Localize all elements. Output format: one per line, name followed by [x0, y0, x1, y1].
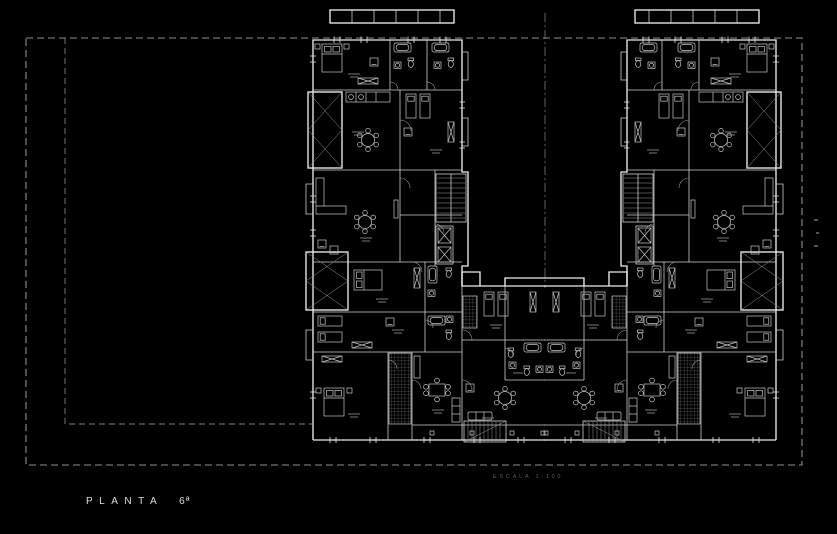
single-bed-symbol — [405, 93, 417, 119]
wardrobe-symbol — [529, 291, 537, 313]
building-left-half — [305, 9, 546, 443]
double-bed-symbol — [321, 43, 343, 73]
dining-table-symbol — [423, 377, 451, 403]
kitchen-hob — [358, 94, 364, 100]
wardrobe-symbol — [413, 267, 421, 289]
armchair-symbol — [465, 383, 475, 393]
bathtub-symbol — [393, 42, 412, 53]
living-table-symbol — [494, 385, 516, 411]
toilet-symbol — [447, 57, 455, 68]
roof-strip — [329, 9, 455, 24]
window-ticks — [310, 36, 525, 443]
kitchen-counter — [345, 91, 391, 103]
door-arcs — [387, 81, 514, 391]
sink-symbol — [508, 361, 517, 369]
facade-balconies — [305, 51, 469, 361]
terrace-upper-hatched — [307, 91, 343, 169]
toilet-symbol — [445, 267, 453, 278]
double-bed-symbol — [323, 387, 345, 417]
wardrobe-symbol — [351, 341, 373, 349]
sink-symbol — [427, 289, 436, 297]
sink-symbol — [393, 61, 402, 69]
terrace-lower-hatched — [305, 251, 349, 311]
sofa-symbol — [451, 397, 461, 423]
toilet-symbol — [407, 57, 415, 68]
sink-symbol — [535, 365, 544, 373]
bathtub-symbol — [427, 265, 438, 284]
bay-window — [504, 277, 545, 286]
site-boundaries — [25, 13, 803, 466]
single-bed-symbol — [483, 291, 495, 317]
elevator-shaft — [437, 227, 452, 244]
sofa-symbol — [467, 411, 493, 421]
living-table-symbol — [354, 209, 376, 235]
wardrobe-symbol — [357, 77, 379, 85]
elevator-shaft — [437, 246, 452, 263]
bathtub-symbol — [431, 42, 450, 53]
toilet-symbol — [523, 365, 531, 376]
kitchen-hob — [348, 94, 354, 100]
bathtub-symbol — [427, 315, 446, 326]
sideboard — [413, 355, 421, 379]
porch-columns — [429, 430, 546, 436]
edge-annotation-marks — [814, 219, 819, 247]
roof-strip-dividers — [351, 10, 441, 23]
scale-note: ESCALA 1:100 — [493, 474, 564, 480]
edge-mark — [814, 245, 818, 247]
nightstands — [314, 43, 350, 50]
single-bed-symbol — [497, 291, 509, 317]
tv-cabinet — [393, 199, 399, 219]
edge-mark — [816, 232, 819, 234]
room-label-marks — [348, 73, 523, 422]
tiled-kitchen-floor — [462, 295, 478, 329]
bathtub-symbol — [523, 342, 542, 353]
chair-symbol — [369, 57, 379, 67]
property-boundary-dashed — [25, 37, 803, 466]
sink-symbol — [433, 61, 442, 69]
plan-title: PLANTA 6ª — [86, 496, 190, 507]
courtyard-corner-bump — [461, 271, 481, 286]
armchair-symbol — [329, 245, 339, 255]
interior-partitions — [313, 40, 545, 440]
stair-core — [435, 173, 467, 265]
edge-mark — [814, 219, 818, 221]
armchair-symbol — [317, 239, 327, 249]
corner-sofa — [315, 177, 347, 215]
toilet-symbol — [445, 329, 453, 340]
plan-title-number: 6ª — [179, 496, 191, 507]
chair-symbol — [385, 317, 395, 327]
wardrobe-symbol — [447, 121, 455, 143]
double-bed-symbol — [353, 269, 383, 291]
building-right-half-mirror — [544, 10, 783, 443]
plan-title-label: PLANTA — [86, 496, 164, 507]
wardrobe-symbol — [321, 355, 343, 363]
nightstands — [315, 387, 353, 394]
tiled-kitchen-strip — [388, 352, 412, 425]
single-bed-symbol — [317, 331, 343, 343]
sink-symbol — [445, 315, 454, 323]
single-bed-symbol — [317, 315, 343, 327]
setback-line-dashed — [64, 38, 312, 425]
furniture-layer — [314, 42, 546, 436]
single-bed-symbol — [419, 93, 431, 119]
kitchen-counter-divisions — [355, 92, 377, 102]
